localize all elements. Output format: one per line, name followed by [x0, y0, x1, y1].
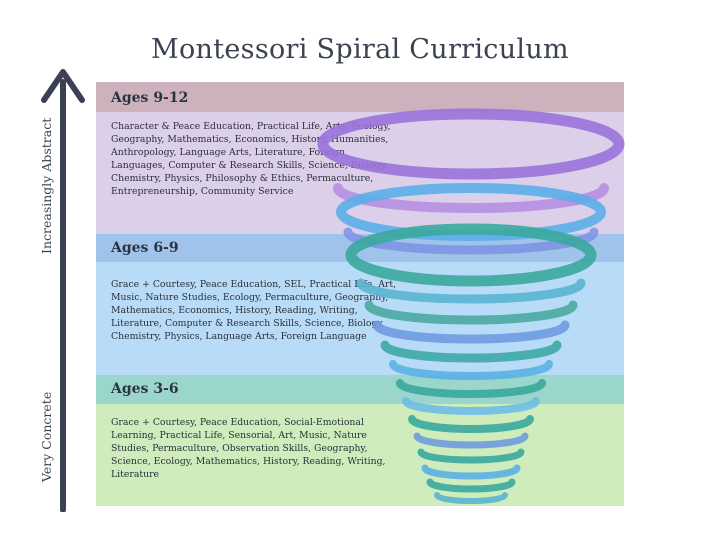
page-title: Montessori Spiral Curriculum	[151, 34, 569, 65]
band-text-ages-9-12: Character & Peace Education, Practical L…	[111, 121, 391, 198]
curriculum-panel: Ages 9-12 Character & Peace Education, P…	[96, 82, 624, 506]
axis-bottom-label: Very Concrete	[39, 391, 54, 482]
band-title-ages-3-6: Ages 3-6	[111, 381, 179, 397]
band-text-ages-6-9: Grace + Courtesy, Peace Education, SEL, …	[111, 279, 397, 343]
band-title-ages-9-12: Ages 9-12	[111, 90, 189, 106]
up-arrow-icon	[41, 69, 85, 512]
axis-top-label: Increasingly Abstract	[39, 117, 54, 254]
abstraction-axis: Increasingly Abstract Very Concrete	[39, 66, 100, 512]
band-text-ages-3-6: Grace + Courtesy, Peace Education, Socia…	[111, 417, 386, 481]
band-title-ages-6-9: Ages 6-9	[111, 240, 179, 256]
band-ages-3-6-body	[96, 404, 624, 506]
band-ages-9-12-header	[96, 82, 624, 112]
